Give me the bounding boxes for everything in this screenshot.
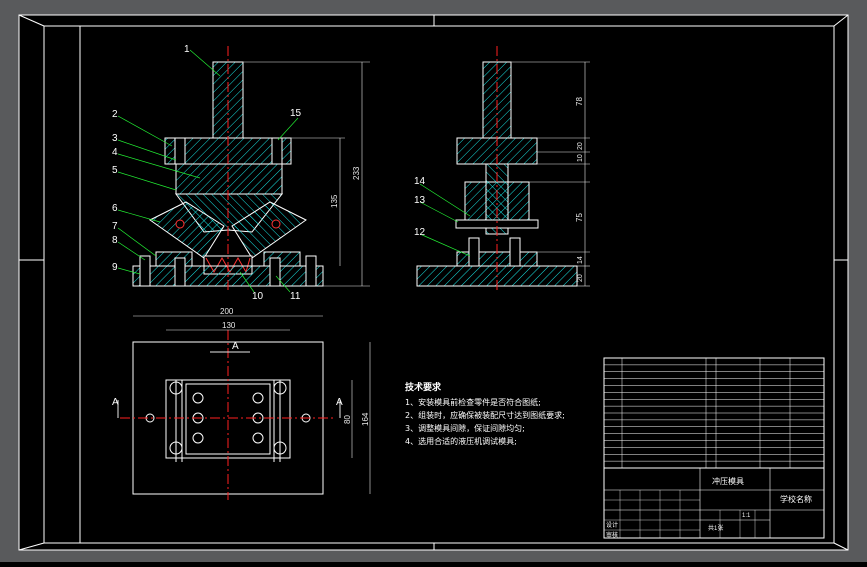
side-view: 78 20 10 75 14 20 14 13 12 bbox=[414, 46, 590, 292]
balloon-4[interactable]: 4 bbox=[112, 147, 118, 158]
title-sheet: 共1张 bbox=[708, 524, 723, 532]
dim-text-14: 14 bbox=[577, 256, 584, 264]
plan-hole-2 bbox=[252, 392, 264, 404]
upper-bolt-left bbox=[174, 137, 186, 165]
tech-notes-title: 技术要求 bbox=[405, 381, 442, 393]
balloon-11[interactable]: 11 bbox=[290, 291, 301, 302]
dim-text-233: 233 bbox=[352, 166, 361, 180]
title-school: 学校名称 bbox=[780, 494, 812, 504]
title-scale: 1:1 bbox=[742, 513, 751, 519]
front-view-balloons: 1 2 3 4 5 6 7 8 9 10 11 15 bbox=[112, 44, 302, 302]
front-view: 233 135 bbox=[132, 46, 370, 292]
title-check: 审核 bbox=[606, 531, 618, 539]
left-slide-pin bbox=[175, 219, 185, 229]
sheet-inner-border bbox=[43, 25, 835, 544]
dim-text-130: 130 bbox=[222, 321, 236, 330]
corner-mark-br bbox=[833, 542, 849, 551]
tech-note-2: 2、组装时，应确保被装配尺寸达到图纸要求; bbox=[405, 410, 565, 420]
title-drawing-name: 冲压模具 bbox=[712, 476, 744, 486]
plan-hole-6 bbox=[252, 432, 264, 444]
balloon-13[interactable]: 13 bbox=[414, 195, 426, 206]
balloon-12[interactable]: 12 bbox=[414, 227, 426, 238]
balloon-10[interactable]: 10 bbox=[252, 291, 264, 302]
dim-text-78: 78 bbox=[575, 97, 584, 106]
corner-mark-tl bbox=[18, 14, 45, 27]
dim-text-20a: 20 bbox=[577, 142, 584, 150]
side-bolt-right bbox=[509, 237, 521, 267]
balloon-9[interactable]: 9 bbox=[112, 262, 118, 273]
balloon-7[interactable]: 7 bbox=[112, 221, 118, 232]
balloon-5[interactable]: 5 bbox=[112, 165, 118, 176]
upper-bolt-right bbox=[271, 137, 283, 165]
bill-of-materials bbox=[603, 357, 825, 469]
balloon-2[interactable]: 2 bbox=[112, 109, 118, 120]
section-label-top: A bbox=[232, 341, 239, 352]
plan-bolt-tr bbox=[273, 381, 287, 395]
plan-view: 200 130 164 80 A A A bbox=[112, 307, 371, 500]
plan-hole-1 bbox=[192, 392, 204, 404]
guide-post-left bbox=[139, 255, 151, 287]
dim-text-20b: 20 bbox=[577, 274, 584, 282]
section-label-left: A bbox=[112, 397, 119, 408]
section-label-right: A bbox=[336, 397, 343, 408]
balloon-3[interactable]: 3 bbox=[112, 133, 118, 144]
balloon-8[interactable]: 8 bbox=[112, 235, 118, 246]
technical-notes: 技术要求 1、安装模具前检查零件是否符合图纸; 2、组装时，应确保被装配尺寸达到… bbox=[405, 381, 565, 446]
dim-text-135: 135 bbox=[330, 194, 339, 208]
plan-hole-5 bbox=[192, 432, 204, 444]
dim-text-80: 80 bbox=[343, 415, 352, 424]
title-designer: 设计 bbox=[606, 521, 618, 529]
tech-note-1: 1、安装模具前检查零件是否符合图纸; bbox=[405, 397, 541, 407]
dim-text-10: 10 bbox=[577, 154, 584, 162]
plan-bolt-tl bbox=[169, 381, 183, 395]
balloon-15[interactable]: 15 bbox=[290, 108, 302, 119]
punch-holder bbox=[175, 163, 283, 195]
plan-bolt-br bbox=[273, 441, 287, 455]
lower-bolt-left bbox=[174, 257, 186, 287]
corner-mark-bl bbox=[18, 542, 45, 551]
right-slide-pin bbox=[271, 219, 281, 229]
left-die-seat bbox=[155, 251, 193, 267]
guide-post-right bbox=[305, 255, 317, 287]
plan-bolt-bl bbox=[169, 441, 183, 455]
lower-bolt-right bbox=[269, 257, 281, 287]
right-slide bbox=[231, 201, 307, 259]
balloon-14[interactable]: 14 bbox=[414, 176, 426, 187]
title-block: 冲压模具 学校名称 1:1 共1张 设计 审核 bbox=[603, 467, 825, 539]
tech-note-4: 4、选用合适的液压机调试模具; bbox=[405, 436, 517, 446]
dim-text-164: 164 bbox=[361, 412, 370, 426]
balloon-1[interactable]: 1 bbox=[184, 44, 190, 55]
dim-text-200: 200 bbox=[220, 307, 234, 316]
tech-note-3: 3、调整模具间隙，保证间隙均匀; bbox=[405, 423, 525, 433]
corner-mark-tr bbox=[833, 14, 849, 27]
left-slide bbox=[149, 201, 225, 259]
side-bolt-left bbox=[468, 237, 480, 267]
right-die-seat bbox=[263, 251, 301, 267]
balloon-6[interactable]: 6 bbox=[112, 203, 118, 214]
dim-text-75: 75 bbox=[575, 213, 584, 222]
